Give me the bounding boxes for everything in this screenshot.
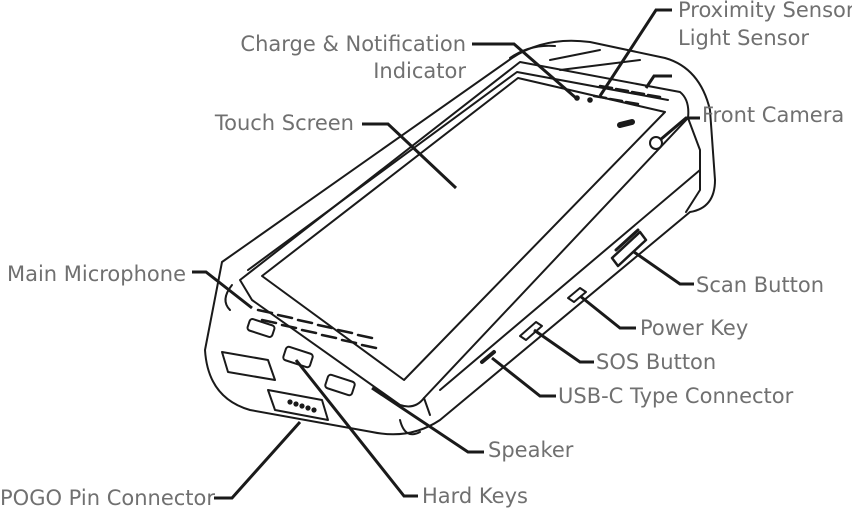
leader-charge (472, 42, 577, 100)
leader-usb (491, 356, 556, 398)
usb-c-shape (480, 350, 496, 364)
leader-touch-screen (362, 122, 458, 190)
leader-front-camera (659, 116, 700, 142)
touch-screen-panel (261, 77, 666, 381)
light-sensor-label: Light Sensor (678, 26, 810, 50)
charge-indicator-label-line2: Indicator (373, 59, 466, 83)
sensor-window (617, 119, 635, 128)
device-outer-case (204, 39, 716, 436)
device-front-bezel (239, 61, 690, 408)
pogo-pin-connector-label: POGO Pin Connector (0, 486, 216, 510)
hard-keys-label: Hard Keys (422, 484, 528, 508)
scan-button-shape (610, 230, 648, 268)
charge-indicator-label-line1: Charge & Notification (240, 32, 466, 56)
power-key-label: Power Key (640, 316, 749, 340)
usb-c-connector-label: USB-C Type Connector (558, 384, 794, 408)
touch-screen-label: Touch Screen (214, 111, 354, 135)
proximity-sensor-label: Proximity Sensor (678, 0, 852, 22)
leader-sos (533, 328, 594, 364)
leader-proximity (598, 8, 672, 97)
front-camera-lens (649, 136, 663, 150)
sos-button-shape (519, 321, 543, 341)
leader-main-microphone (192, 270, 253, 310)
leader-scan (633, 250, 694, 286)
leader-light (644, 74, 672, 89)
main-microphone-label: Main Microphone (6, 262, 186, 286)
hard-key-home (282, 345, 314, 369)
speaker-label: Speaker (488, 438, 574, 462)
leader-pogo (214, 420, 302, 500)
power-key-shape (567, 287, 587, 303)
leader-power (579, 294, 636, 330)
sos-button-label: SOS Button (596, 350, 717, 374)
leader-speaker (371, 386, 484, 454)
scan-button-label: Scan Button (696, 273, 825, 297)
front-camera-label: Front Camera (702, 103, 845, 127)
leader-hard-keys (294, 359, 418, 498)
